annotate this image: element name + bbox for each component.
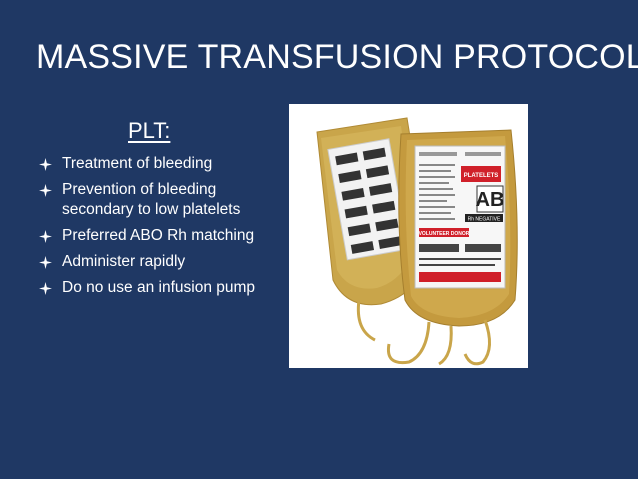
diamond-bullet-icon <box>39 184 52 197</box>
bullet-text: Administer rapidly <box>62 253 186 270</box>
platelet-bag-image: PLATELETS AB Rh NEGATIVE VOLUNTEER DONOR <box>289 104 528 368</box>
bullet-item: Administer rapidly <box>38 252 278 272</box>
bullet-text: Do no use an infusion pump <box>62 279 256 296</box>
bullet-item: Treatment of bleeding <box>38 154 278 174</box>
bullet-text: Treatment of bleeding <box>62 155 213 172</box>
bullet-item: Preferred ABO Rh matching <box>38 226 278 246</box>
rh-type: Rh NEGATIVE <box>468 217 501 223</box>
product-label: PLATELETS AB Rh NEGATIVE VOLUNTEER DONOR <box>414 145 506 289</box>
bullet-text: Prevention of bleeding secondary to low … <box>62 181 241 218</box>
diamond-bullet-icon <box>39 230 52 243</box>
bag-tubing <box>356 299 491 366</box>
slide-title: MASSIVE TRANSFUSION PROTOCOL <box>36 38 638 76</box>
blood-group: AB <box>476 189 505 211</box>
bullet-list: Treatment of bleeding Prevention of blee… <box>38 154 278 304</box>
bullet-text: Preferred ABO Rh matching <box>62 227 255 244</box>
platelet-bag-illustration: PLATELETS AB Rh NEGATIVE VOLUNTEER DONOR <box>289 104 528 368</box>
diamond-bullet-icon <box>39 256 52 269</box>
diamond-bullet-icon <box>39 158 52 171</box>
diamond-bullet-icon <box>39 282 52 295</box>
donor-type: VOLUNTEER DONOR <box>419 231 470 237</box>
bullet-item: Do no use an infusion pump <box>38 278 278 298</box>
section-heading: PLT: <box>128 118 171 143</box>
product-name: PLATELETS <box>464 173 499 179</box>
bullet-item: Prevention of bleeding secondary to low … <box>38 180 278 220</box>
